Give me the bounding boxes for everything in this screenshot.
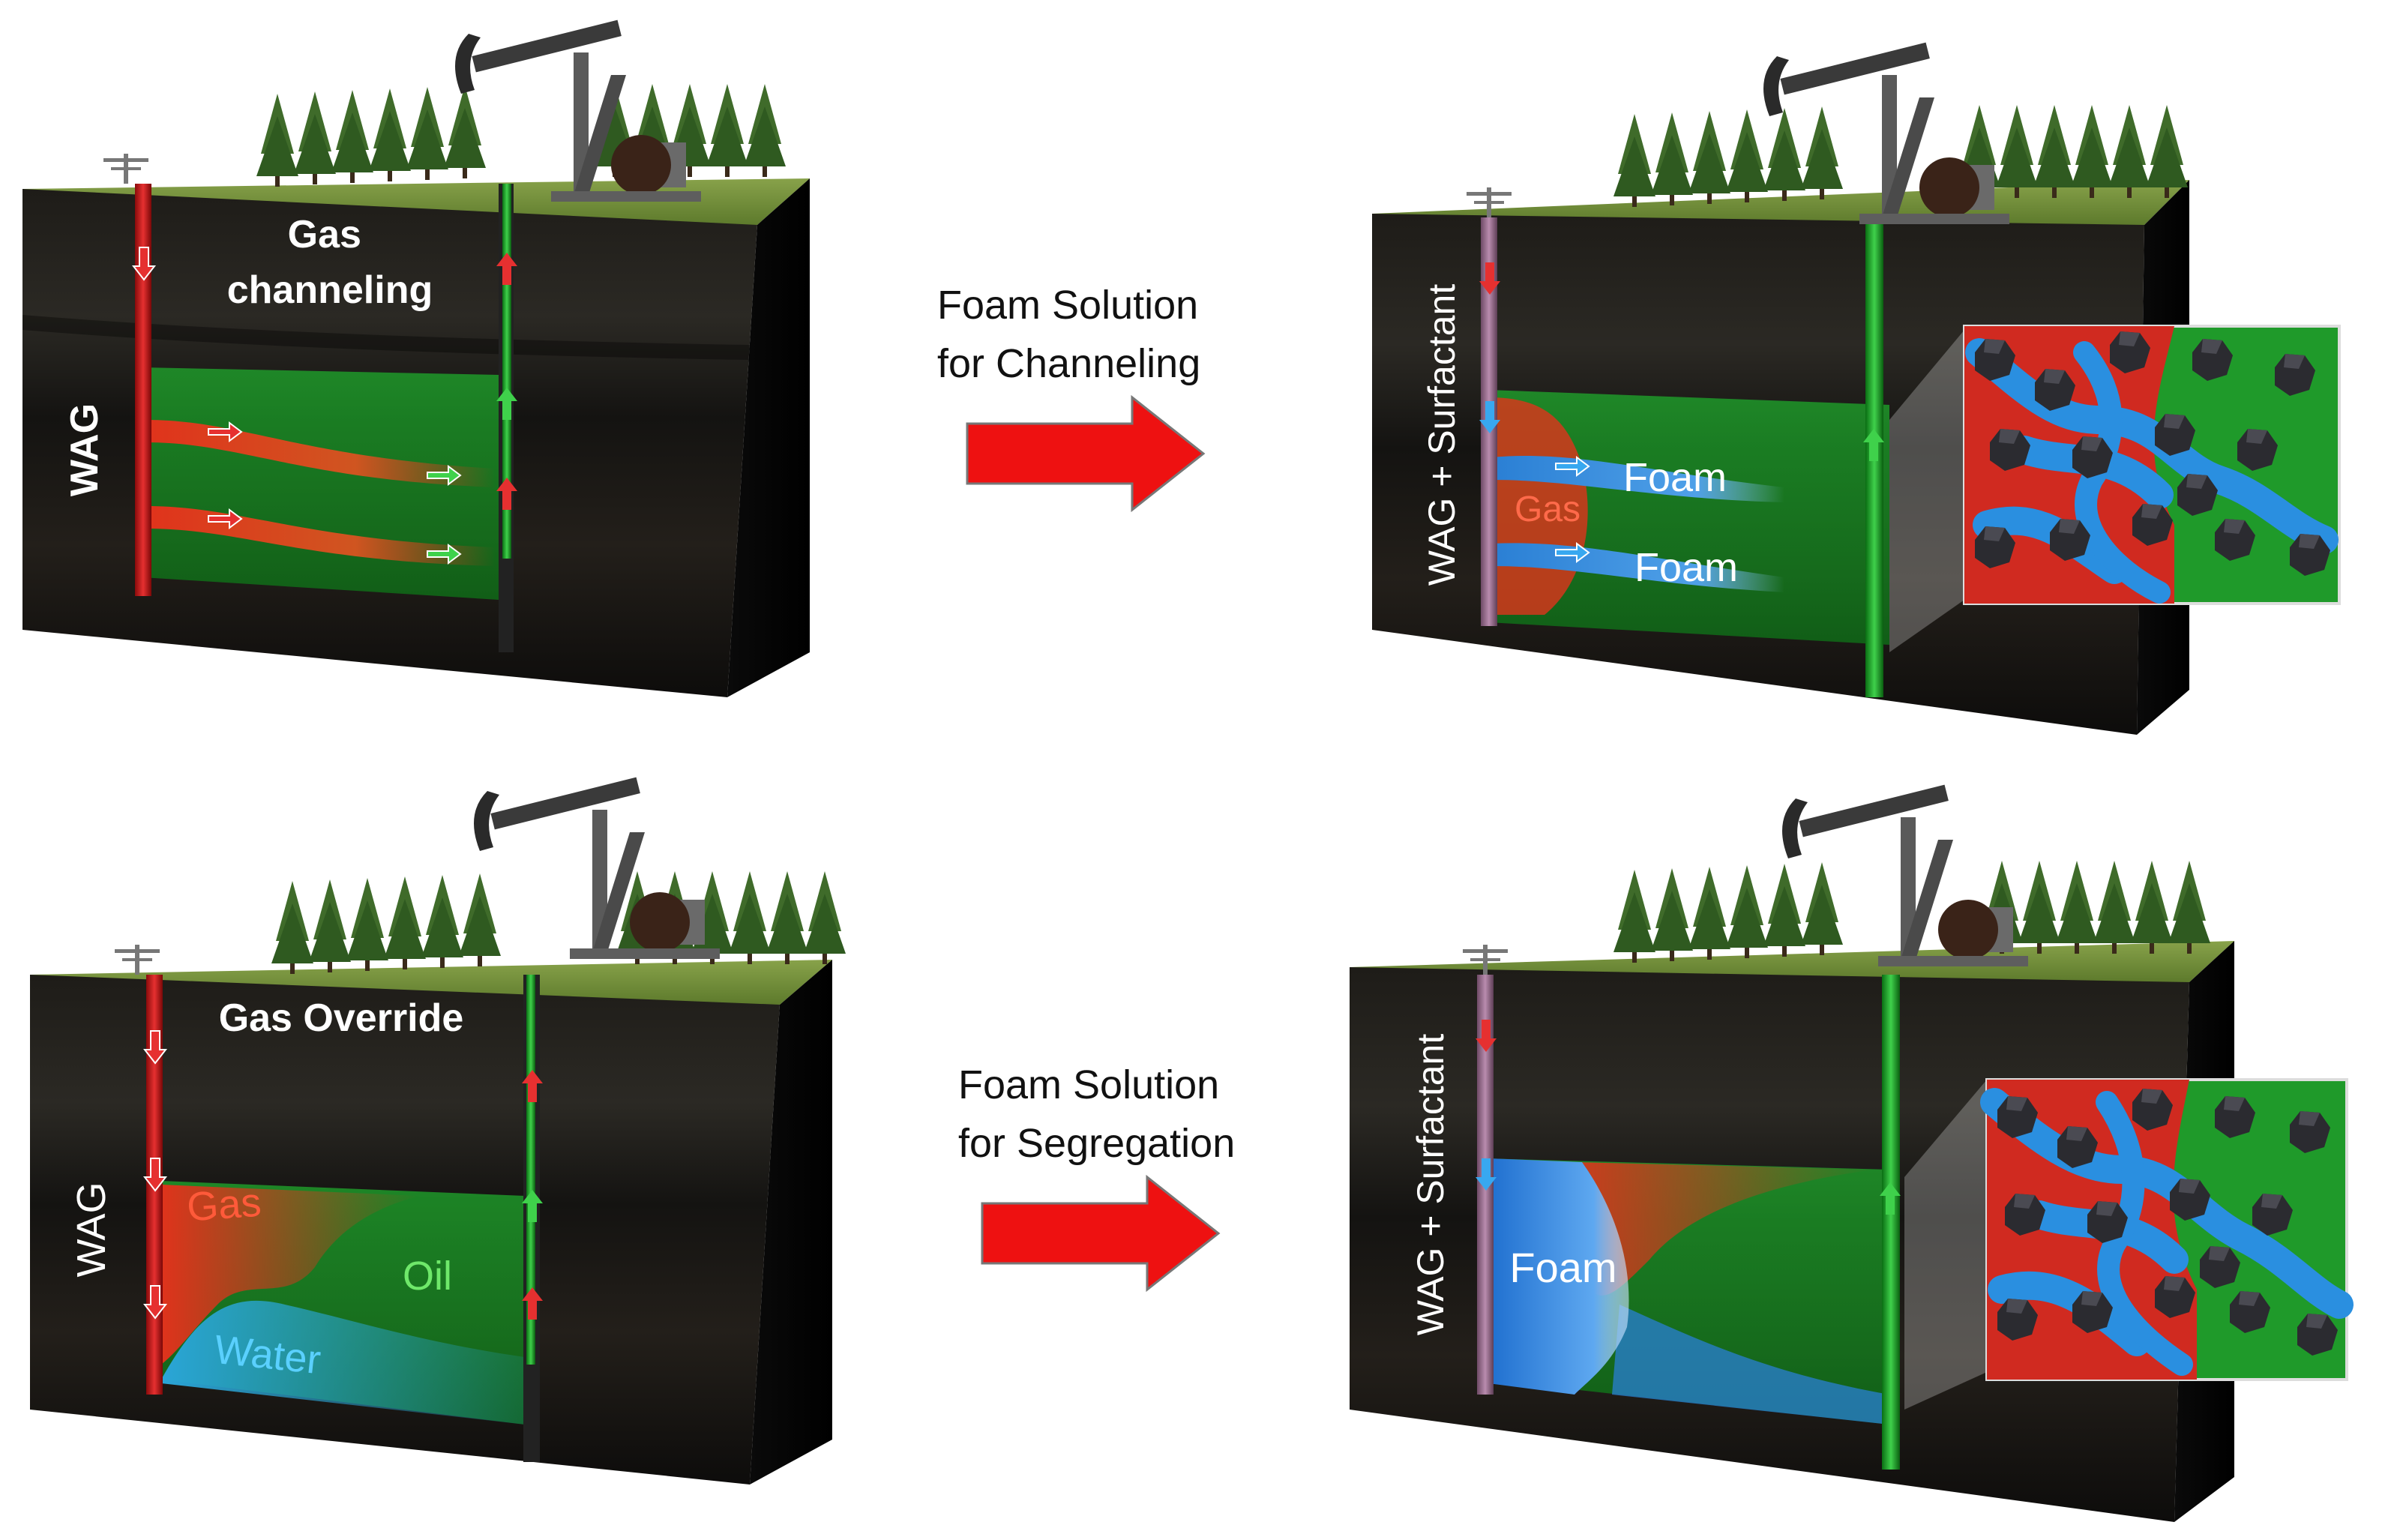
panel-foam-channeling: Gas Foam Foam WAG + Surfactant bbox=[1372, 42, 2341, 735]
arrow-right-icon bbox=[981, 1174, 1221, 1293]
foam-zone bbox=[1488, 1158, 1629, 1395]
title-line-2: channeling bbox=[227, 268, 433, 312]
panel-title: Gas channeling bbox=[227, 213, 433, 312]
water-zone bbox=[161, 1300, 525, 1425]
pumpjack-icon bbox=[474, 777, 720, 959]
oil-label: Oil bbox=[403, 1254, 452, 1299]
pumpjack-icon bbox=[455, 19, 701, 202]
foam-label-2: Foam bbox=[1634, 545, 1738, 590]
injection-label: WAG bbox=[63, 403, 106, 496]
arrow-label-line2: for Channeling bbox=[937, 341, 1200, 386]
panel-gas-channeling: Gas channeling WAG bbox=[22, 19, 810, 697]
panel-foam-segregation: Foam WAG + Surfactant bbox=[1350, 784, 2354, 1522]
water-label: Water bbox=[212, 1327, 323, 1383]
gas-label: Gas bbox=[1515, 490, 1581, 529]
injection-well bbox=[135, 184, 151, 596]
tree-line bbox=[271, 871, 846, 974]
tree-line bbox=[256, 84, 786, 187]
foam-label: Foam bbox=[1509, 1244, 1616, 1291]
panel-title: Gas Override bbox=[219, 996, 464, 1040]
arrow-label-line2: for Segregation bbox=[958, 1121, 1235, 1166]
arrow-channeling: Foam Solution for Channeling bbox=[937, 283, 1206, 513]
foam-label-1: Foam bbox=[1623, 455, 1727, 500]
injection-label: WAG + Surfactant bbox=[1410, 1034, 1452, 1336]
arrow-label-line1: Foam Solution bbox=[958, 1062, 1219, 1107]
production-well bbox=[1882, 975, 1900, 1470]
arrow-segregation: Foam Solution for Segregation bbox=[958, 1062, 1235, 1293]
panel-gas-override: Gas Override WAG Gas Oil Water bbox=[30, 777, 846, 1485]
arrow-label-line1: Foam Solution bbox=[937, 283, 1198, 328]
injection-label: WAG bbox=[69, 1182, 114, 1278]
pore-scale-inset bbox=[1980, 1078, 2354, 1381]
arrow-right-icon bbox=[966, 394, 1206, 513]
pore-scale-inset bbox=[1963, 325, 2341, 605]
title-line-1: Gas bbox=[288, 213, 361, 256]
gas-label: Gas bbox=[185, 1180, 262, 1230]
injection-label: WAG + Surfactant bbox=[1421, 284, 1463, 586]
gas-zone bbox=[161, 1185, 420, 1365]
